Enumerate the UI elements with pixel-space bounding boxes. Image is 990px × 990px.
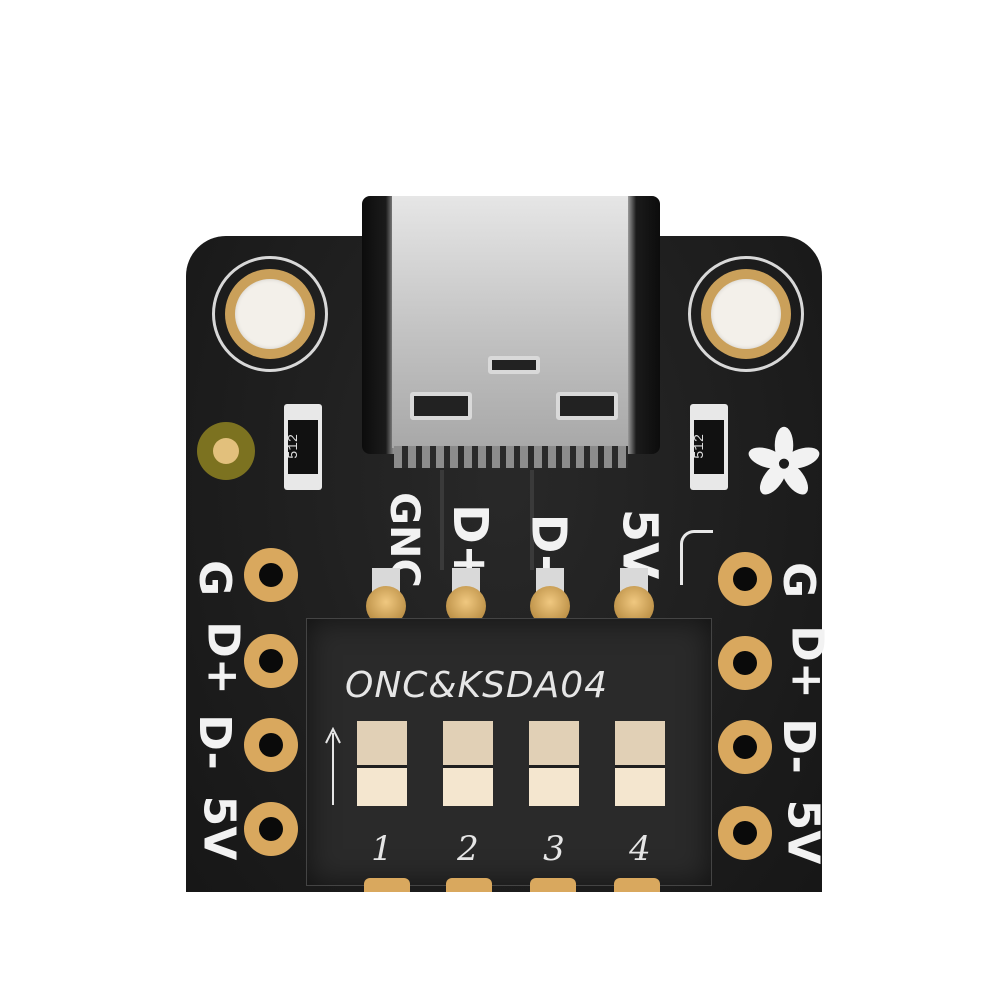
switch-number-2: 2 bbox=[457, 829, 479, 869]
switch-number-3: 3 bbox=[543, 829, 565, 869]
right-label-g: G bbox=[773, 561, 825, 599]
left-label-g: G bbox=[189, 559, 241, 597]
left-header-pin bbox=[244, 634, 298, 688]
dip-switch: ONC&KSDA04 1 2 3 4 bbox=[306, 618, 712, 886]
usb-c-connector bbox=[362, 196, 660, 454]
right-label-dminus: D- bbox=[772, 718, 824, 774]
mounting-hole-left bbox=[212, 256, 328, 372]
usb-connector-pins bbox=[394, 446, 628, 468]
switch-number-1: 1 bbox=[371, 829, 393, 869]
resistor-left: 512 bbox=[284, 404, 322, 490]
left-label-dminus: D- bbox=[188, 714, 240, 770]
usb-label-dminus: D- bbox=[520, 513, 577, 575]
left-label-dplus: D+ bbox=[197, 621, 249, 695]
left-header-pin bbox=[244, 802, 298, 856]
pcb-trace bbox=[530, 470, 534, 570]
dip-switch-2[interactable] bbox=[443, 721, 493, 806]
dip-switch-4[interactable] bbox=[615, 721, 665, 806]
switch-number-4: 4 bbox=[629, 829, 651, 869]
mounting-hole-right bbox=[688, 256, 804, 372]
adafruit-flower-icon bbox=[748, 426, 820, 495]
left-header-pin bbox=[244, 548, 298, 602]
silkscreen-mark bbox=[680, 530, 713, 585]
background bbox=[0, 892, 990, 990]
test-pad bbox=[197, 422, 255, 480]
left-label-5v: 5V bbox=[193, 795, 245, 861]
dip-model-text: ONC&KSDA04 bbox=[345, 665, 609, 706]
dip-switch-3[interactable] bbox=[529, 721, 579, 806]
up-arrow-icon bbox=[325, 727, 341, 805]
left-header-pin bbox=[244, 718, 298, 772]
right-header-pin bbox=[718, 806, 772, 860]
right-label-5v: 5V bbox=[777, 799, 829, 865]
right-label-dplus: D+ bbox=[781, 625, 833, 699]
dip-switch-1[interactable] bbox=[357, 721, 407, 806]
pcb-trace bbox=[440, 470, 444, 570]
right-header-pin bbox=[718, 720, 772, 774]
right-header-pin bbox=[718, 636, 772, 690]
resistor-right: 512 bbox=[690, 404, 728, 490]
right-header-pin bbox=[718, 552, 772, 606]
